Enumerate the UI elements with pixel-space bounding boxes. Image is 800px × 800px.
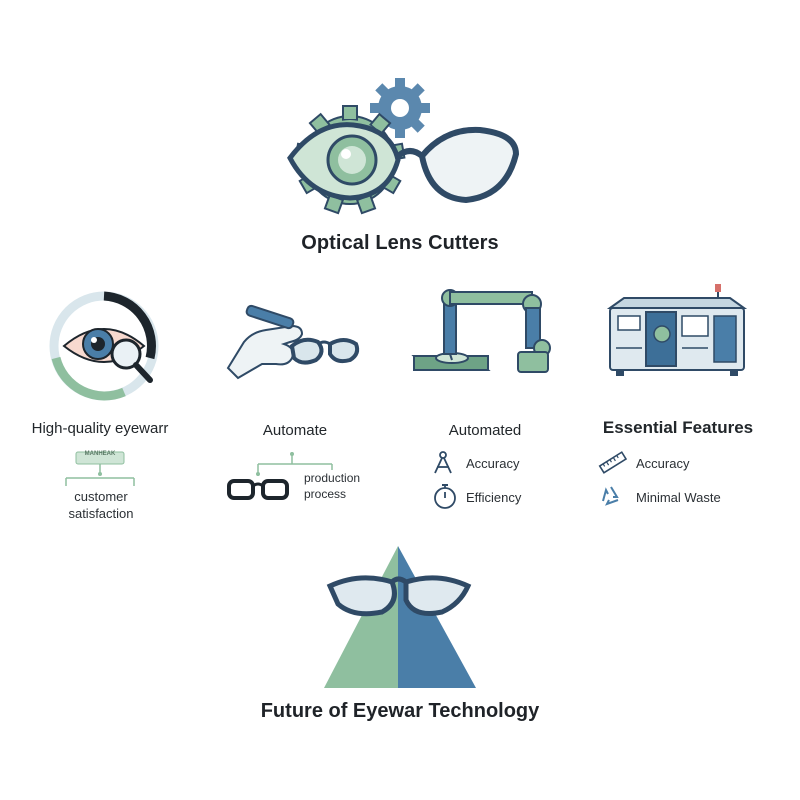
arrow-glasses-icon: [324, 546, 476, 688]
column-3-item-efficiency: Efficiency: [466, 490, 522, 505]
eye-magnifier-icon: [49, 291, 159, 401]
main-title: Optical Lens Cutters: [301, 232, 499, 254]
process-connector: [256, 452, 333, 476]
hand-glasses-icon: [226, 304, 360, 380]
glasses-icon: [227, 479, 289, 500]
compass-icon: [434, 451, 452, 474]
column-3-title: Automated: [448, 422, 522, 439]
column-1-title: High-quality eyewarr: [31, 420, 169, 437]
column-1-caption: customer satisfaction: [68, 489, 134, 521]
column-4-item-minimal-waste: Minimal Waste: [636, 490, 721, 505]
hierarchy-connector: [65, 451, 135, 486]
lens-cutting-machine-icon: [606, 284, 748, 376]
column-3-item-accuracy: Accuracy: [466, 456, 520, 471]
ruler-icon: [598, 451, 628, 474]
bottom-title: Future of Eyewar Technology: [260, 700, 540, 722]
eye-glasses-gears-icon: [287, 78, 520, 215]
column-4-title: Essential Features: [602, 418, 754, 437]
column-4-item-accuracy: Accuracy: [636, 456, 690, 471]
column-2-title: Automate: [262, 422, 328, 439]
tag-label: MANHEAK: [84, 451, 116, 457]
stopwatch-icon: [434, 484, 456, 509]
robotic-arm-icon: [411, 289, 551, 373]
recycle-icon: [602, 486, 619, 506]
column-2-caption: production process: [304, 471, 361, 501]
